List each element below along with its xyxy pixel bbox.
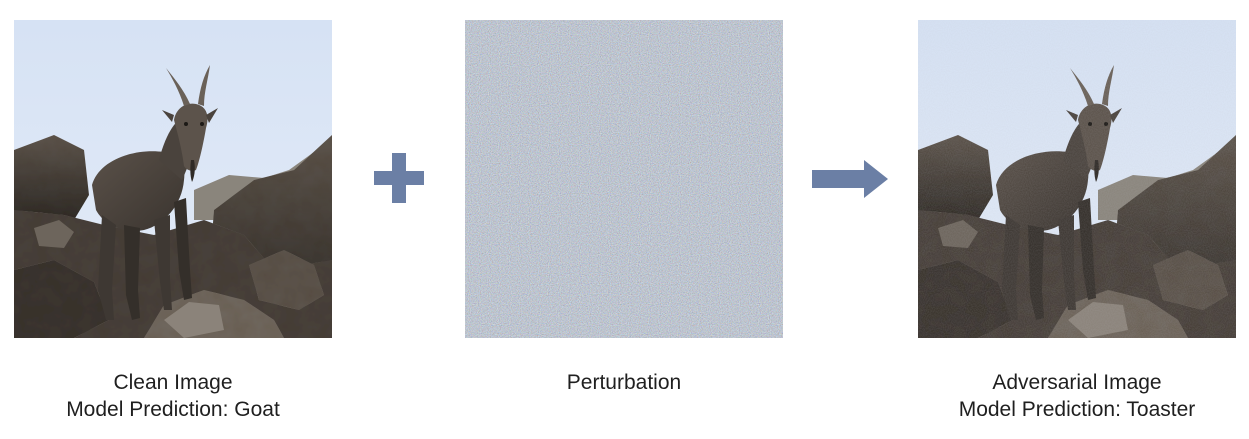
adversarial-image-caption: Adversarial Image Model Prediction: Toas…	[897, 369, 1249, 423]
right-arrow-icon	[812, 160, 888, 198]
clean-image	[14, 20, 332, 338]
perturbation-caption: Perturbation	[444, 369, 804, 396]
adversarial-image	[918, 20, 1236, 338]
adversarial-image-title: Adversarial Image	[992, 371, 1162, 394]
clean-image-title: Clean Image	[113, 371, 233, 394]
adversarial-image-prediction: Model Prediction: Toaster	[958, 398, 1196, 421]
perturbation-title: Perturbation	[566, 371, 682, 394]
noise-pattern	[465, 20, 783, 338]
ibex-photo-perturbed	[918, 20, 1236, 338]
ibex-photo	[14, 20, 332, 338]
perturbation-image	[465, 20, 783, 338]
clean-image-caption: Clean Image Model Prediction: Goat	[0, 369, 353, 423]
clean-image-prediction: Model Prediction: Goat	[66, 398, 280, 421]
plus-icon	[372, 151, 426, 205]
